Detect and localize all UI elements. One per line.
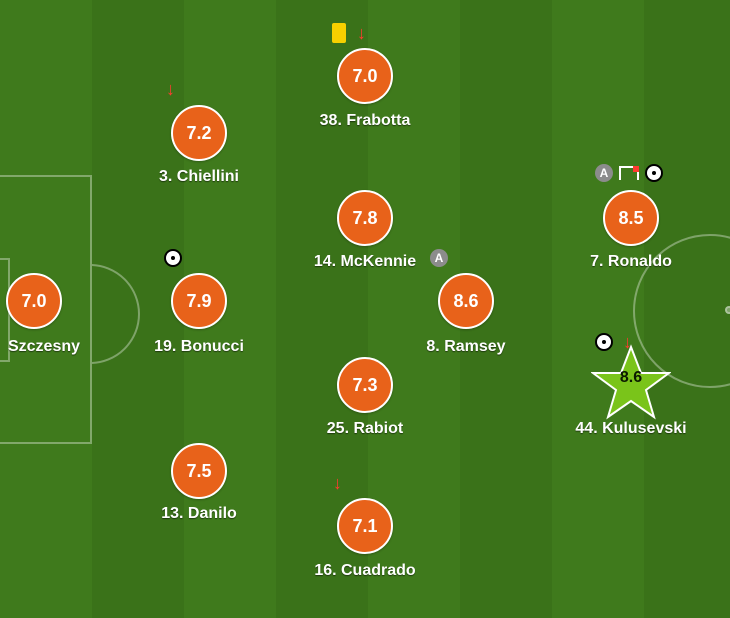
sub-out-arrow-icon: ↓ <box>333 473 342 493</box>
penalty-box <box>0 175 92 444</box>
man-of-the-match-star-icon: 8.6 <box>589 343 673 423</box>
player-name: 13. Danilo <box>161 505 237 522</box>
rating-badge: 8.5 <box>603 190 659 246</box>
goal-frame-icon <box>619 166 639 180</box>
rating-badge: 7.1 <box>337 498 393 554</box>
player-name: 19. Bonucci <box>154 338 244 355</box>
rating-badge: 7.2 <box>171 105 227 161</box>
rating-badge: 7.8 <box>337 190 393 246</box>
sub-out-arrow-icon: ↓ <box>166 79 175 99</box>
player-name: 7. Ronaldo <box>590 253 672 270</box>
rating-badge: 8.6 <box>438 273 494 329</box>
star-shape <box>589 344 673 420</box>
sub-out-arrow-icon: ↓ <box>357 23 366 43</box>
player-name: 38. Frabotta <box>319 112 411 129</box>
player-name: 25. Rabiot <box>326 420 404 437</box>
rating-badge: 7.0 <box>337 48 393 104</box>
player-name: 8. Ramsey <box>426 338 506 355</box>
center-spot <box>725 306 730 314</box>
rating-badge: 7.5 <box>171 443 227 499</box>
rating-badge: 7.3 <box>337 357 393 413</box>
rating-badge: 7.0 <box>6 273 62 329</box>
assist-icon: A <box>430 249 448 267</box>
rating-value: 8.6 <box>619 369 643 386</box>
player-name: 14. McKennie <box>313 253 417 270</box>
goal-ball-icon <box>595 333 613 351</box>
goal-ball-icon <box>645 164 663 182</box>
player-name: Szczesny <box>7 338 81 355</box>
rating-badge: 7.9 <box>171 273 227 329</box>
assist-icon: A <box>595 164 613 182</box>
sub-out-arrow-icon: ↓ <box>623 332 632 352</box>
player-name: 3. Chiellini <box>158 168 239 185</box>
player-name: 44. Kulusevski <box>575 420 687 437</box>
goal-ball-icon <box>164 249 182 267</box>
player-name: 16. Cuadrado <box>314 562 416 579</box>
yellow-card-icon <box>332 23 346 43</box>
